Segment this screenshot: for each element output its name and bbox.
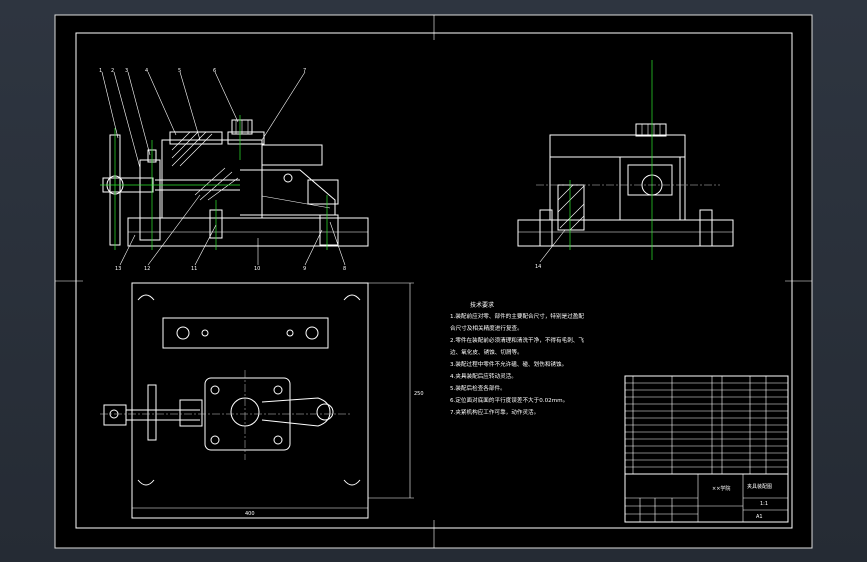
balloon-6: 6 bbox=[213, 68, 216, 74]
side-view bbox=[517, 60, 734, 263]
balloon-8: 8 bbox=[343, 266, 346, 272]
title-block-sheet: A1 bbox=[756, 514, 763, 520]
tech-req-line-1: 1.装配前应对零、部件的主要配合尺寸，特别是过盈配 bbox=[450, 312, 584, 320]
tech-req-line-4: 边、氧化皮、锈蚀、切屑等。 bbox=[450, 348, 523, 356]
parts-list bbox=[624, 375, 789, 475]
dim-plan-height: 250 bbox=[414, 391, 424, 397]
tech-req-line-3: 2.零件在装配前必须清理和清洗干净，不得有毛刺、飞 bbox=[450, 336, 584, 344]
tech-req-heading: 技术要求 bbox=[470, 301, 494, 309]
centering-marks bbox=[55, 15, 812, 548]
tech-req-line-9: 7.夹紧机构应工作可靠，动作灵活。 bbox=[450, 408, 539, 416]
balloon-11: 11 bbox=[191, 266, 197, 272]
front-view bbox=[100, 71, 369, 266]
balloon-1: 1 bbox=[99, 68, 102, 74]
balloon-5: 5 bbox=[178, 68, 181, 74]
balloon-2: 2 bbox=[111, 68, 114, 74]
balloon-12: 12 bbox=[144, 266, 150, 272]
technical-requirements: 技术要求 1.装配前应对零、部件的主要配合尺寸，特别是过盈配 合尺寸及相关精度进… bbox=[450, 301, 584, 416]
title-block-school: ××学院 bbox=[712, 485, 730, 492]
balloon-10: 10 bbox=[254, 266, 260, 272]
tech-req-line-7: 5.装配后检查各部件。 bbox=[450, 384, 506, 392]
tech-req-line-2: 合尺寸及相关精度进行复查。 bbox=[450, 324, 523, 332]
balloon-9: 9 bbox=[303, 266, 306, 272]
tech-req-line-6: 4.夹具装配后应转动灵活。 bbox=[450, 372, 517, 380]
balloon-7: 7 bbox=[303, 68, 306, 74]
tech-req-line-5: 3.装配过程中零件不允许磕、碰、划伤和锈蚀。 bbox=[450, 360, 567, 368]
balloon-4: 4 bbox=[145, 68, 148, 74]
title-block: ××学院 夹具装配图 1:1 A1 bbox=[624, 473, 789, 523]
title-block-scale: 1:1 bbox=[760, 501, 768, 507]
balloon-3: 3 bbox=[125, 68, 128, 74]
tech-req-line-8: 6.定位面对底面的平行度误差不大于0.02mm。 bbox=[450, 396, 568, 404]
title-block-name: 夹具装配图 bbox=[747, 483, 772, 490]
front-view-balloons: 1 2 3 4 5 6 7 13 12 11 10 9 8 bbox=[99, 68, 346, 272]
plan-view bbox=[100, 282, 414, 519]
dim-plan-width: 400 bbox=[245, 511, 255, 517]
balloon-14: 14 bbox=[535, 264, 541, 270]
drawing-sheet bbox=[54, 14, 813, 549]
balloon-13: 13 bbox=[115, 266, 121, 272]
